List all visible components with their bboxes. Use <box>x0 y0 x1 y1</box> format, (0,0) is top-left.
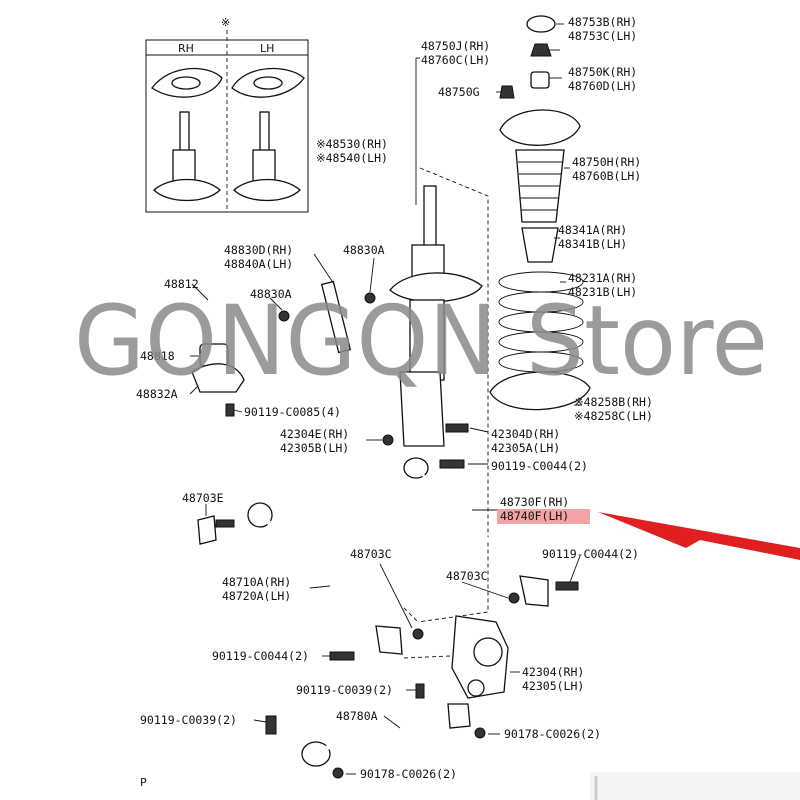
label-48258b: ※48258B(RH) <box>574 395 653 409</box>
highlight-48740f <box>497 509 590 524</box>
label-48830d: 48830D(RH) <box>224 243 293 257</box>
bolt-90119-c0039-a <box>415 683 425 699</box>
label-48720a: 48720A(LH) <box>222 589 291 603</box>
label-42305a: 42305A(LH) <box>491 441 560 455</box>
label-48703c-2: 48703C <box>446 569 488 583</box>
label-48341b: 48341B(LH) <box>558 237 627 251</box>
label-90119-c0085: 90119-C0085(4) <box>244 405 341 419</box>
inset-rh-strut <box>151 67 223 202</box>
bolt-42304d <box>445 423 469 433</box>
label-42304: 42304(RH) <box>522 665 584 679</box>
label-48818: 48818 <box>140 349 175 363</box>
nut-48703c-1 <box>412 628 424 640</box>
inset-lh-label: LH <box>260 42 274 55</box>
label-42305: 42305(LH) <box>522 679 584 693</box>
label-48830a-2: 48830A <box>250 287 292 301</box>
stabilizer-bar <box>147 280 376 417</box>
label-90119-c0044-b: 90119-C0044(2) <box>542 547 639 561</box>
leader-lines <box>189 23 582 775</box>
label-48231b: 48231B(LH) <box>568 285 637 299</box>
inset-rh-label: RH <box>178 42 194 55</box>
label-48832a: 48832A <box>136 387 178 401</box>
part-48753b-cap <box>526 15 556 33</box>
lateral-link-48730f <box>403 457 579 607</box>
part-48341a-bumper <box>521 227 559 263</box>
label-48750h: 48750H(RH) <box>572 155 641 169</box>
label-42304e: 42304E(RH) <box>280 427 349 441</box>
bolt-90119-c0044-a <box>439 459 465 469</box>
bolt-90119-c0044-b <box>555 581 579 591</box>
label-48730f: 48730F(RH) <box>500 495 569 509</box>
label-48840a: 48840A(LH) <box>224 257 293 271</box>
inset-mark: ※ <box>221 16 230 29</box>
lower-arm-48780a <box>265 703 486 779</box>
label-42305b: 42305B(LH) <box>280 441 349 455</box>
label-48341a: 48341A(RH) <box>558 223 627 237</box>
bolt-90119-c0044-c <box>329 651 355 661</box>
label-48258c: ※48258C(LH) <box>574 409 653 423</box>
nut-48703c-2 <box>508 592 520 604</box>
nut-48830a-2 <box>364 292 376 304</box>
trailing-arm-48710a <box>197 502 424 661</box>
bolt-90119-c0085 <box>225 403 235 417</box>
part-48750h-mount <box>499 109 581 146</box>
label-48703c-1: 48703C <box>350 547 392 561</box>
part-48258b-seat <box>489 371 591 411</box>
label-48812: 48812 <box>164 277 199 291</box>
part-48830d-link <box>320 280 352 354</box>
page-mark: P <box>140 776 147 789</box>
label-48753c: 48753C(LH) <box>568 29 637 43</box>
label-48540: ※48540(LH) <box>316 151 388 165</box>
bolt-90119-c0039-b <box>265 715 277 735</box>
label-90178-c0026-a: 90178-C0026(2) <box>504 727 601 741</box>
label-90119-c0044-a: 90119-C0044(2) <box>491 459 588 473</box>
part-48703e-bushing <box>197 515 217 545</box>
label-48231a: 48231A(RH) <box>568 271 637 285</box>
label-90119-c0039-a: 90119-C0039(2) <box>296 683 393 697</box>
label-90119-c0044-c: 90119-C0044(2) <box>212 649 309 663</box>
label-48703e: 48703E <box>182 491 224 505</box>
strut-rod <box>423 185 437 253</box>
nut-42304e <box>382 434 394 446</box>
nut-90178-c0026-b <box>332 767 344 779</box>
top-mount-stack <box>489 15 591 411</box>
strut-assembly <box>389 57 489 623</box>
label-48760d: 48760D(LH) <box>568 79 637 93</box>
part-48750k-bushing <box>530 71 550 89</box>
label-48710a: 48710A(RH) <box>222 575 291 589</box>
part-48750g-nut <box>499 85 515 99</box>
label-48750k: 48750K(RH) <box>568 65 637 79</box>
label-48750g: 48750G <box>438 85 480 99</box>
label-48780a: 48780A <box>336 709 378 723</box>
nut-90178-c0026-a <box>474 727 486 739</box>
nut-48830a-1 <box>278 310 290 322</box>
label-48760c: 48760C(LH) <box>421 53 490 67</box>
part-48750j-nut <box>530 43 552 57</box>
label-90119-c0039-b: 90119-C0039(2) <box>140 713 237 727</box>
label-48830a-1: 48830A <box>343 243 385 257</box>
store-watermark: GONGQN Store <box>74 285 768 397</box>
bottom-corner-strip <box>590 772 800 800</box>
inset-lh-strut <box>231 67 305 202</box>
part-48832a-bracket <box>191 363 245 393</box>
bolt-48703e <box>215 519 235 528</box>
strut-tube <box>409 299 445 381</box>
label-48740f: 48740F(LH) <box>500 509 569 523</box>
knuckle-bracket <box>382 371 469 447</box>
label-48760b: 48760B(LH) <box>572 169 641 183</box>
inset-frame <box>145 39 309 213</box>
inset-strut-comparison: ※ RH LH <box>145 16 309 213</box>
label-90178-c0026-b: 90178-C0026(2) <box>360 767 457 781</box>
part-labels: 48753B(RH) 48753C(LH) 48750J(RH) 48760C(… <box>136 15 653 789</box>
label-48753b: 48753B(RH) <box>568 15 637 29</box>
label-42304d: 42304D(RH) <box>491 427 560 441</box>
red-pointer-arrow <box>598 512 800 560</box>
hub-carrier-42304 <box>403 607 509 699</box>
label-48750j: 48750J(RH) <box>421 39 490 53</box>
label-48530: ※48530(RH) <box>316 137 388 151</box>
